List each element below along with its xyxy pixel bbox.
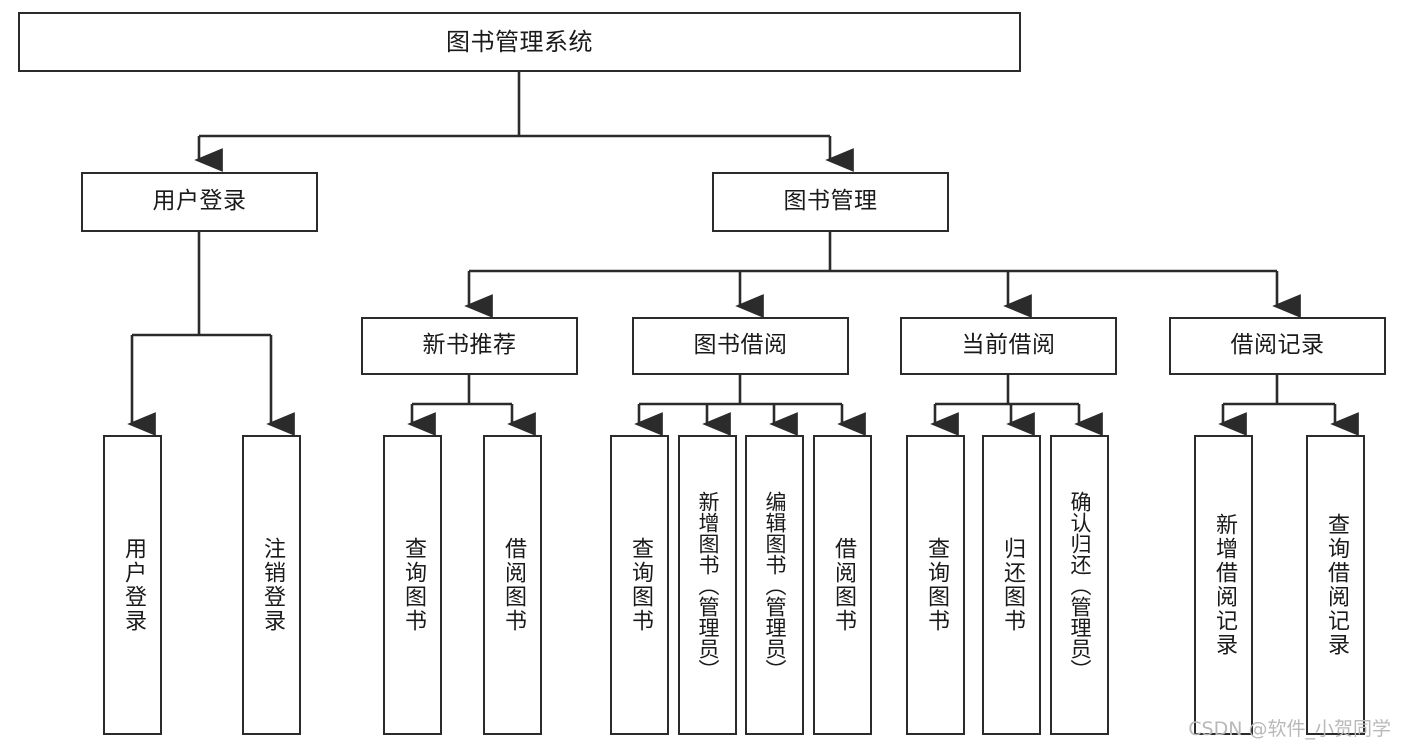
leaf-current-borrow-return[interactable]: 归还图书	[982, 435, 1041, 735]
node-book-borrow[interactable]: 图书借阅	[632, 317, 849, 375]
node-label: 编辑图书（管理员）	[763, 490, 787, 680]
node-label: 图书管理系统	[446, 27, 593, 56]
node-user-login[interactable]: 用户登录	[81, 172, 318, 232]
leaf-current-borrow-confirm-admin[interactable]: 确认归还（管理员）	[1050, 435, 1109, 735]
node-label: 查询图书	[400, 537, 426, 633]
node-label: 图书借阅	[693, 332, 788, 359]
leaf-book-borrow-borrow[interactable]: 借阅图书	[813, 435, 872, 735]
node-label: 当前借阅	[961, 332, 1056, 359]
leaf-book-borrow-edit-admin[interactable]: 编辑图书（管理员）	[745, 435, 804, 735]
leaf-borrow-record-add[interactable]: 新增借阅记录	[1194, 435, 1253, 735]
node-book-management[interactable]: 图书管理	[712, 172, 949, 232]
node-label: 注销登录	[259, 537, 285, 633]
node-label: 用户登录	[152, 188, 247, 215]
node-label: 新增图书（管理员）	[696, 490, 720, 680]
leaf-user-login-login[interactable]: 用户登录	[103, 435, 162, 735]
node-label: 查询图书	[923, 537, 949, 633]
leaf-book-borrow-query[interactable]: 查询图书	[610, 435, 669, 735]
node-label: 归还图书	[999, 537, 1025, 633]
leaf-user-login-logout[interactable]: 注销登录	[242, 435, 301, 735]
node-label: 新增借阅记录	[1211, 513, 1237, 657]
node-label: 图书管理	[783, 188, 878, 215]
node-root-book-management-system[interactable]: 图书管理系统	[18, 12, 1021, 72]
leaf-new-book-query[interactable]: 查询图书	[383, 435, 442, 735]
leaf-new-book-borrow[interactable]: 借阅图书	[483, 435, 542, 735]
node-label: 确认归还（管理员）	[1068, 490, 1092, 680]
leaf-book-borrow-add-admin[interactable]: 新增图书（管理员）	[678, 435, 737, 735]
leaf-current-borrow-query[interactable]: 查询图书	[906, 435, 965, 735]
watermark-text: CSDN @软件_小贺同学	[1188, 718, 1391, 740]
node-borrow-record[interactable]: 借阅记录	[1169, 317, 1386, 375]
leaf-borrow-record-query[interactable]: 查询借阅记录	[1306, 435, 1365, 735]
node-label: 借阅图书	[500, 537, 526, 633]
node-label: 查询借阅记录	[1323, 513, 1349, 657]
node-current-borrow[interactable]: 当前借阅	[900, 317, 1117, 375]
node-label: 借阅记录	[1230, 332, 1325, 359]
node-label: 新书推荐	[422, 332, 517, 359]
node-label: 用户登录	[120, 537, 146, 633]
node-label: 借阅图书	[830, 537, 856, 633]
node-label: 查询图书	[627, 537, 653, 633]
node-new-book-recommend[interactable]: 新书推荐	[361, 317, 578, 375]
